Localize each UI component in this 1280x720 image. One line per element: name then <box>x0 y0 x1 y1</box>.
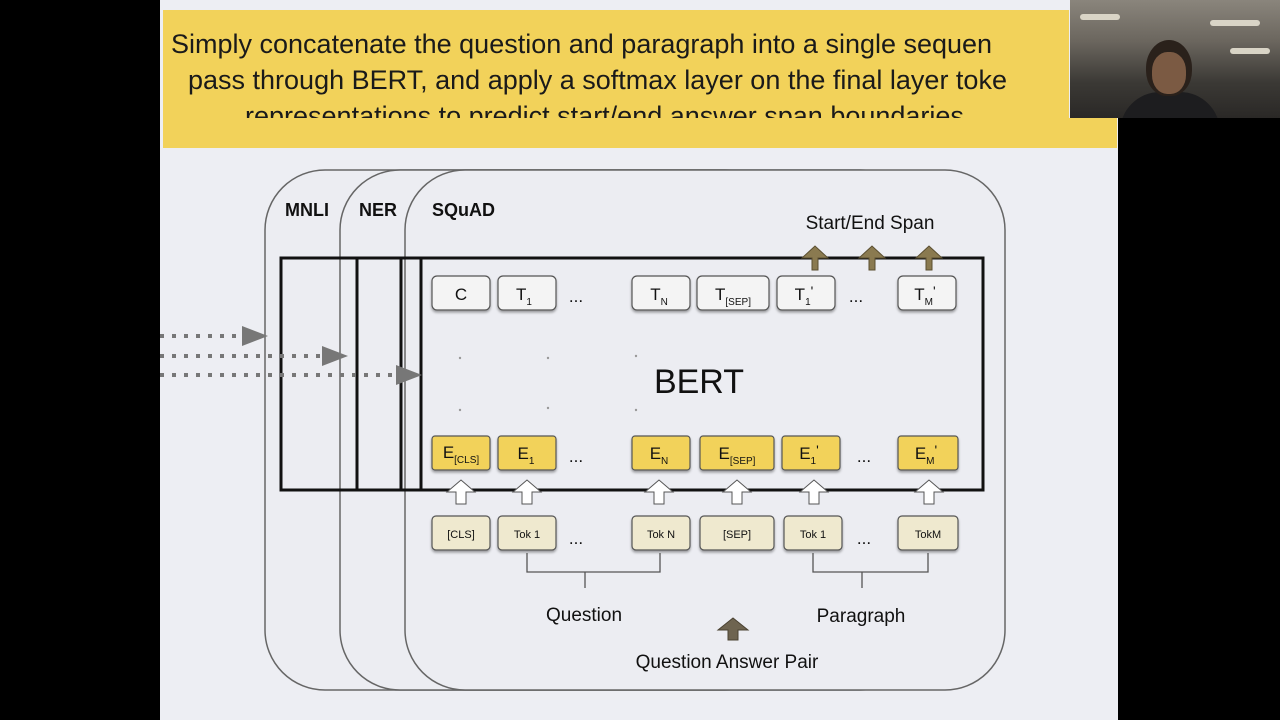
output-token: TM' <box>897 275 957 311</box>
span-arrow-up <box>914 245 944 271</box>
svg-text:E1: E1 <box>518 444 535 467</box>
svg-text:Tok 1: Tok 1 <box>514 529 540 541</box>
svg-text:TM': TM' <box>914 283 935 308</box>
svg-text:[SEP]: [SEP] <box>723 529 751 541</box>
caption-line-1: Simply concatenate the question and para… <box>171 29 993 59</box>
input-ellipsis: ... <box>857 529 871 548</box>
output-ellipsis: ... <box>849 287 863 306</box>
input-arrow-up <box>798 479 830 505</box>
output-token: C <box>431 275 491 311</box>
dotted-arrow-head <box>242 326 268 346</box>
span-arrow-up <box>857 245 887 271</box>
embedding-token: E1 <box>497 435 557 471</box>
input-token: [CLS] <box>431 515 491 551</box>
span-arrow-up <box>800 245 830 271</box>
input-token: TokM <box>897 515 959 551</box>
embedding-token: EN <box>631 435 691 471</box>
input-token-row: [CLS] Tok 1 ... Tok N [SEP] Tok 1 ... To… <box>431 515 959 551</box>
output-ellipsis: ... <box>569 287 583 306</box>
question-answer-pair-label: Question Answer Pair <box>636 652 819 673</box>
embedding-token: E[SEP] <box>699 435 775 471</box>
dotted-arrows <box>160 326 422 385</box>
presenter-face <box>1152 52 1186 94</box>
svg-text:[CLS]: [CLS] <box>447 529 475 541</box>
output-token-row: C T1 ... TN T[SEP] T1' ... TM' <box>431 275 957 311</box>
svg-text:TN: TN <box>650 285 668 308</box>
ceiling-light <box>1210 20 1260 26</box>
svg-text:Tok 1: Tok 1 <box>800 529 826 541</box>
input-token: [SEP] <box>699 515 775 551</box>
embedding-token-row: E[CLS] E1 ... EN E[SEP] E1' ... EM' <box>431 435 959 471</box>
input-token: Tok 1 <box>497 515 557 551</box>
svg-text:TokM: TokM <box>915 529 941 541</box>
question-bracket <box>526 553 661 573</box>
svg-text:Tok N: Tok N <box>647 529 675 541</box>
grouping-brackets <box>526 553 929 588</box>
question-label: Question <box>546 605 622 626</box>
input-arrow-up <box>643 479 675 505</box>
svg-text:T1: T1 <box>516 285 532 308</box>
caption-line-2: pass through BERT, and apply a softmax l… <box>188 65 1007 95</box>
svg-text:C: C <box>455 285 467 304</box>
caption-line-3: representations to predict start/end ans… <box>245 101 964 118</box>
bert-internal-dots <box>458 354 638 412</box>
svg-text:T1': T1' <box>795 283 814 308</box>
svg-text:EM': EM' <box>915 442 937 467</box>
span-output-arrows <box>800 245 944 271</box>
pair-arrow-up <box>716 617 750 641</box>
dotted-arrow-head <box>322 346 348 366</box>
task-label-mnli: MNLI <box>285 200 329 220</box>
bert-label: BERT <box>654 363 744 401</box>
svg-text:E[CLS]: E[CLS] <box>443 443 480 466</box>
output-token: T[SEP] <box>696 275 770 311</box>
embedding-token: EM' <box>897 435 959 471</box>
input-arrow-up <box>721 479 753 505</box>
ceiling-light <box>1230 48 1270 54</box>
task-label-squad: SQuAD <box>432 200 495 220</box>
input-token: Tok 1 <box>783 515 843 551</box>
output-token: TN <box>631 275 691 311</box>
caption-band <box>163 118 1117 148</box>
svg-text:EN: EN <box>650 444 669 467</box>
input-token: Tok N <box>631 515 691 551</box>
task-label-ner: NER <box>359 200 397 220</box>
output-token: T1' <box>776 275 836 311</box>
svg-text:E1': E1' <box>799 442 819 467</box>
dotted-arrow-head <box>396 365 422 385</box>
svg-text:E[SEP]: E[SEP] <box>719 444 756 467</box>
embedding-ellipsis: ... <box>569 447 583 466</box>
embedding-token: E[CLS] <box>431 435 491 471</box>
input-arrow-up <box>511 479 543 505</box>
presenter-webcam <box>1070 0 1280 118</box>
output-token: T1 <box>497 275 557 311</box>
embedding-token: E1' <box>781 435 841 471</box>
input-ellipsis: ... <box>569 529 583 548</box>
start-end-span-label: Start/End Span <box>806 213 935 234</box>
embedding-ellipsis: ... <box>857 447 871 466</box>
slide-caption: Simply concatenate the question and para… <box>163 10 1069 118</box>
paragraph-bracket <box>812 553 929 573</box>
svg-text:T[SEP]: T[SEP] <box>715 285 751 308</box>
input-arrow-up <box>913 479 945 505</box>
ceiling-light <box>1080 14 1120 20</box>
input-arrows <box>445 479 945 505</box>
paragraph-label: Paragraph <box>817 606 906 627</box>
input-arrow-up <box>445 479 477 505</box>
